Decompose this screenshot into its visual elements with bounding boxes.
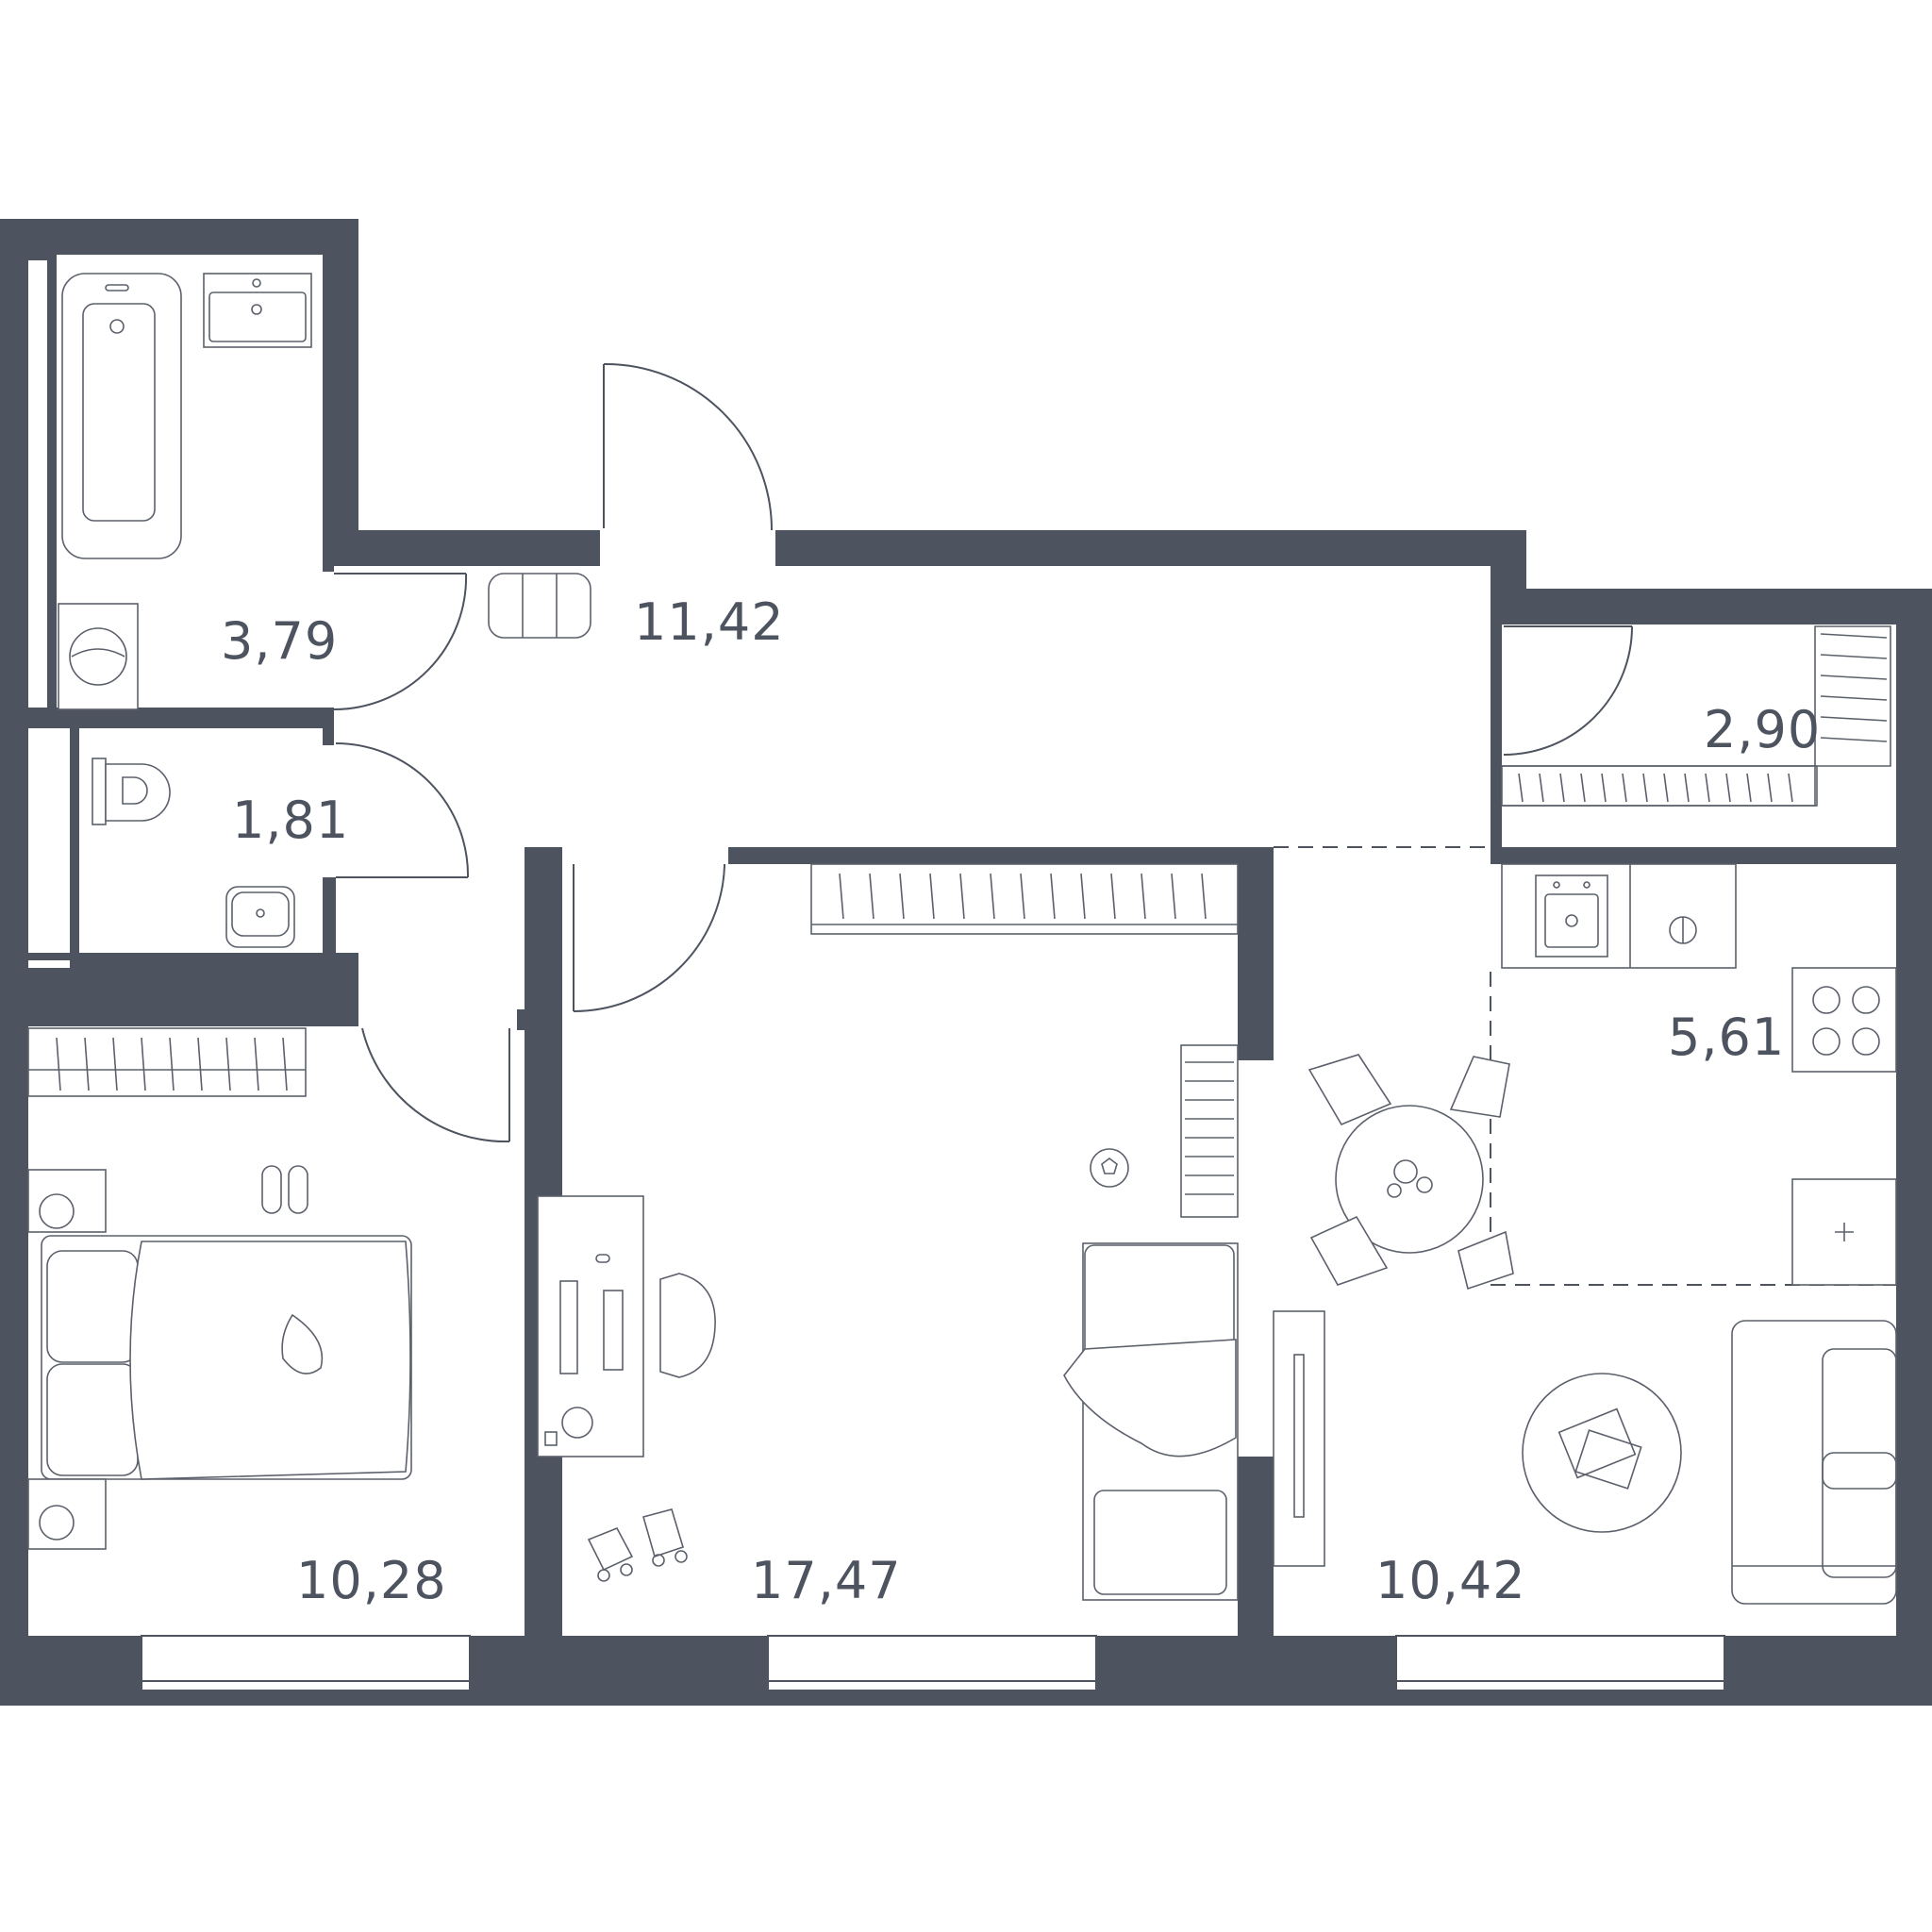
door-icon: [361, 1027, 510, 1143]
bench-icon: [488, 573, 591, 639]
sink-icon: [225, 886, 295, 948]
rollerblades-icon: [587, 1508, 688, 1582]
area-label-living-room: 10,42: [1375, 1551, 1526, 1610]
desk-icon: [537, 1195, 644, 1457]
area-label-hallway: 11,42: [634, 592, 785, 652]
window-icon: [1395, 1635, 1725, 1691]
nightstand-icon: [27, 1169, 107, 1550]
bed-icon: [41, 1235, 412, 1480]
chair-icon: [659, 1273, 716, 1378]
bookshelf-icon: [1180, 1044, 1239, 1218]
coffee-table-icon: [1522, 1373, 1682, 1533]
sink-icon: [203, 273, 312, 348]
wardrobe-icon: [27, 1027, 307, 1097]
wardrobe-icon: [810, 863, 1239, 935]
area-label-bedroom: 10,28: [296, 1551, 447, 1610]
kitchen-zone-outline: [1274, 846, 1896, 1286]
toilet-icon: [92, 758, 171, 825]
sofa-icon: [1731, 1320, 1897, 1605]
tv-stand-icon: [1273, 1310, 1325, 1567]
chair-icon: [1307, 1054, 1514, 1291]
door-icon: [333, 573, 468, 710]
door-icon: [573, 864, 725, 1012]
slippers-icon: [261, 1165, 308, 1214]
area-label-kids-room: 17,47: [751, 1551, 902, 1610]
area-label-storage: 2,90: [1704, 700, 1821, 759]
dining-table-icon: [1335, 1105, 1484, 1254]
door-icon: [1503, 625, 1633, 756]
bathtub-icon: [61, 273, 182, 559]
window-icon: [767, 1635, 1097, 1691]
windows: [141, 1635, 1725, 1691]
doors: [333, 362, 1633, 1143]
ball-icon: [1090, 1148, 1129, 1188]
area-label-kitchen: 5,61: [1668, 1008, 1785, 1067]
window-icon: [141, 1635, 471, 1691]
area-labels: 3,79 11,42 1,81 2,90 5,61 10,28 17,47 10…: [221, 592, 1821, 1610]
door-icon: [335, 742, 470, 878]
bed-icon: [1063, 1242, 1239, 1601]
door-icon: [603, 362, 773, 531]
area-label-toilet: 1,81: [232, 791, 349, 850]
wardrobe-icon: [1501, 625, 1891, 807]
stove-icon: [1791, 967, 1897, 1073]
washing-machine-icon: [58, 603, 139, 710]
fridge-icon: [1791, 1178, 1897, 1286]
area-label-bathroom: 3,79: [221, 611, 338, 671]
kitchen-counter-icon: [1501, 863, 1737, 969]
